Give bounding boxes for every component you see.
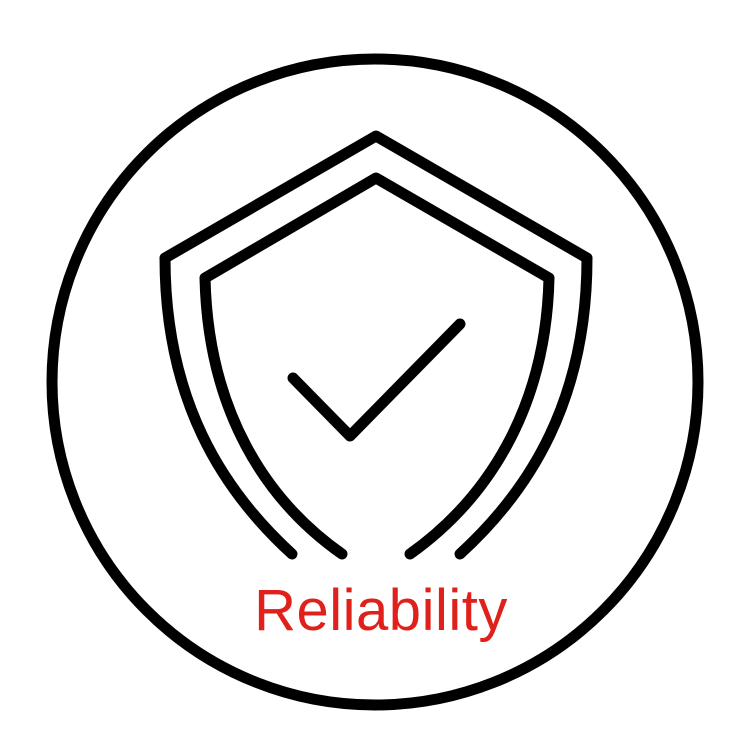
- check-mark: [287, 318, 466, 442]
- shield-inner-outline: [199, 172, 555, 560]
- shield-outer-outline: [159, 130, 593, 560]
- shield-check-icon: [159, 130, 593, 560]
- badge-label: Reliability: [254, 578, 508, 643]
- outer-circle: [46, 53, 704, 711]
